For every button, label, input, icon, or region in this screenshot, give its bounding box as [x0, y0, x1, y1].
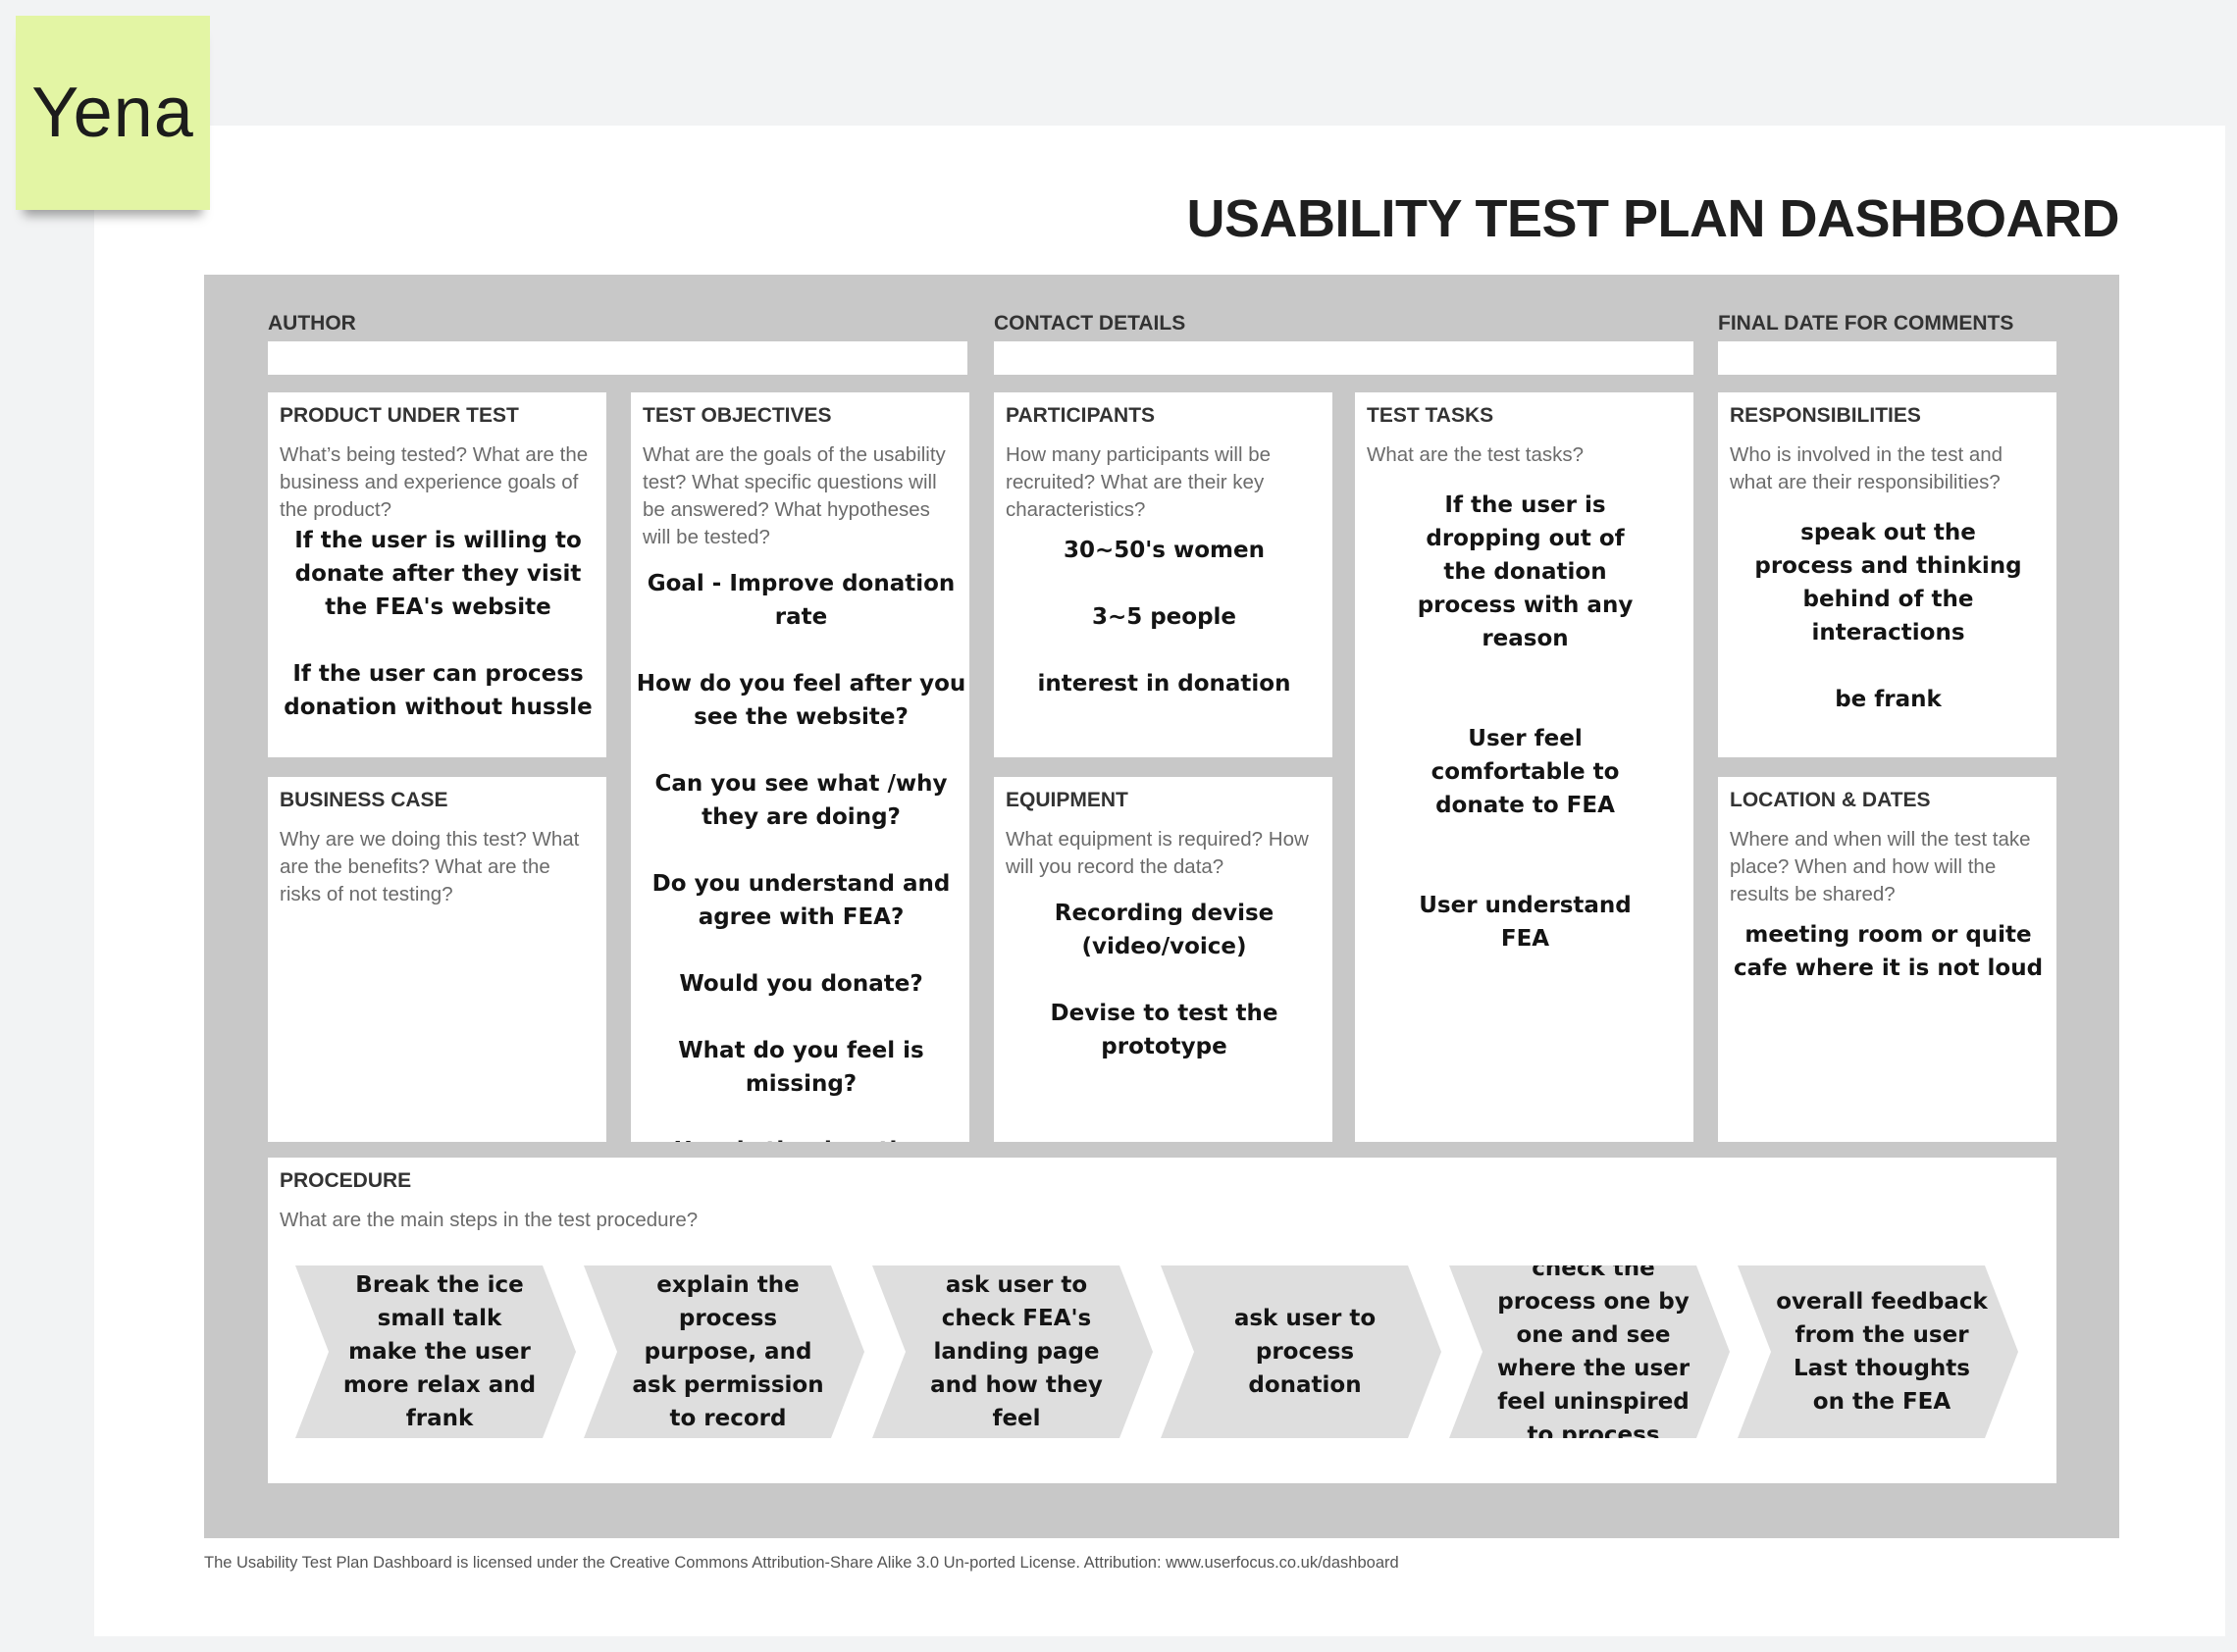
test-tasks-box: TEST TASKS What are the test tasks? If t… — [1355, 392, 1693, 1142]
participants-heading: PARTICIPANTS — [1006, 404, 1156, 427]
location-dates-box: LOCATION & DATES Where and when will the… — [1718, 777, 2056, 1142]
product-answer[interactable]: If the user is willing to donate after t… — [284, 528, 593, 720]
dashboard-title: USABILITY TEST PLAN DASHBOARD — [1186, 189, 2119, 248]
author-label: AUTHOR — [268, 312, 356, 335]
procedure-step[interactable]: overall feedback from the user Last thou… — [1738, 1265, 2018, 1438]
business-heading: BUSINESS CASE — [280, 789, 448, 811]
location-prompt: Where and when will the test take place?… — [1730, 828, 2031, 905]
procedure-box: PROCEDURE What are the main steps in the… — [268, 1158, 2056, 1483]
procedure-heading: PROCEDURE — [280, 1169, 412, 1192]
responsibilities-heading: RESPONSIBILITIES — [1730, 404, 1921, 427]
tasks-prompt: What are the test tasks? — [1367, 443, 1585, 466]
responsibilities-box: RESPONSIBILITIES Who is involved in the … — [1718, 392, 2056, 757]
procedure-step-text: check the process one by one and see whe… — [1496, 1256, 1691, 1448]
product-prompt: What’s being tested? What are the busine… — [280, 443, 589, 521]
final-date-label: FINAL DATE FOR COMMENTS — [1718, 312, 2014, 335]
tasks-heading: TEST TASKS — [1367, 404, 1494, 427]
responsibilities-answer[interactable]: speak out the process and thinking behin… — [1754, 520, 2022, 712]
participants-prompt: How many participants will be recruited?… — [1006, 443, 1272, 521]
equipment-heading: EQUIPMENT — [1006, 789, 1128, 811]
objectives-heading: TEST OBJECTIVES — [643, 404, 832, 427]
equipment-prompt: What equipment is required? How will you… — [1006, 828, 1309, 878]
sticky-note-label: Yena — [31, 74, 194, 152]
product-heading: PRODUCT UNDER TEST — [280, 404, 519, 427]
procedure-step[interactable]: ask user to check FEA's landing page and… — [872, 1265, 1153, 1438]
contact-label: CONTACT DETAILS — [994, 312, 1186, 335]
business-case-box: BUSINESS CASE Why are we doing this test… — [268, 777, 606, 1142]
equipment-answer[interactable]: Recording devise (video/voice) Devise to… — [1050, 901, 1278, 1059]
procedure-step[interactable]: ask user to process donation — [1161, 1265, 1441, 1438]
procedure-step[interactable]: Break the ice small talk make the user m… — [295, 1265, 576, 1438]
procedure-step[interactable]: check the process one by one and see whe… — [1449, 1265, 1730, 1438]
equipment-box: EQUIPMENT What equipment is required? Ho… — [994, 777, 1332, 1142]
product-under-test-box: PRODUCT UNDER TEST What’s being tested? … — [268, 392, 606, 757]
tasks-answer[interactable]: If the user is dropping out of the donat… — [1417, 492, 1634, 952]
procedure-step-text: ask user to process donation — [1233, 1306, 1377, 1398]
business-prompt: Why are we doing this test? What are the… — [280, 828, 580, 905]
sticky-note[interactable]: Yena — [16, 16, 210, 210]
test-objectives-box: TEST OBJECTIVES What are the goals of th… — [631, 392, 969, 1142]
location-heading: LOCATION & DATES — [1730, 789, 1931, 811]
procedure-step-text: explain the process purpose, and ask per… — [632, 1272, 824, 1431]
dashboard-frame: AUTHOR CONTACT DETAILS FINAL DATE FOR CO… — [204, 275, 2119, 1538]
contact-field[interactable] — [994, 341, 1693, 375]
participants-answer[interactable]: 30~50's women 3~5 people interest in don… — [1037, 538, 1291, 697]
procedure-step-text: Break the ice small talk make the user m… — [342, 1272, 537, 1431]
author-field[interactable] — [268, 341, 967, 375]
procedure-step-text: overall feedback from the user Last thou… — [1776, 1289, 1988, 1415]
final-date-field[interactable] — [1718, 341, 2056, 375]
objectives-answer[interactable]: Goal - Improve donation rate How do you … — [636, 571, 966, 1142]
procedure-step[interactable]: explain the process purpose, and ask per… — [584, 1265, 864, 1438]
responsibilities-prompt: Who is involved in the test and what are… — [1730, 443, 2003, 493]
procedure-prompt: What are the main steps in the test proc… — [280, 1209, 699, 1231]
location-answer[interactable]: meeting room or quite cafe where it is n… — [1733, 922, 2044, 981]
participants-box: PARTICIPANTS How many participants will … — [994, 392, 1332, 757]
procedure-step-text: ask user to check FEA's landing page and… — [930, 1272, 1103, 1431]
objectives-prompt: What are the goals of the usability test… — [643, 443, 946, 548]
license-footer: The Usability Test Plan Dashboard is lic… — [204, 1554, 1399, 1572]
